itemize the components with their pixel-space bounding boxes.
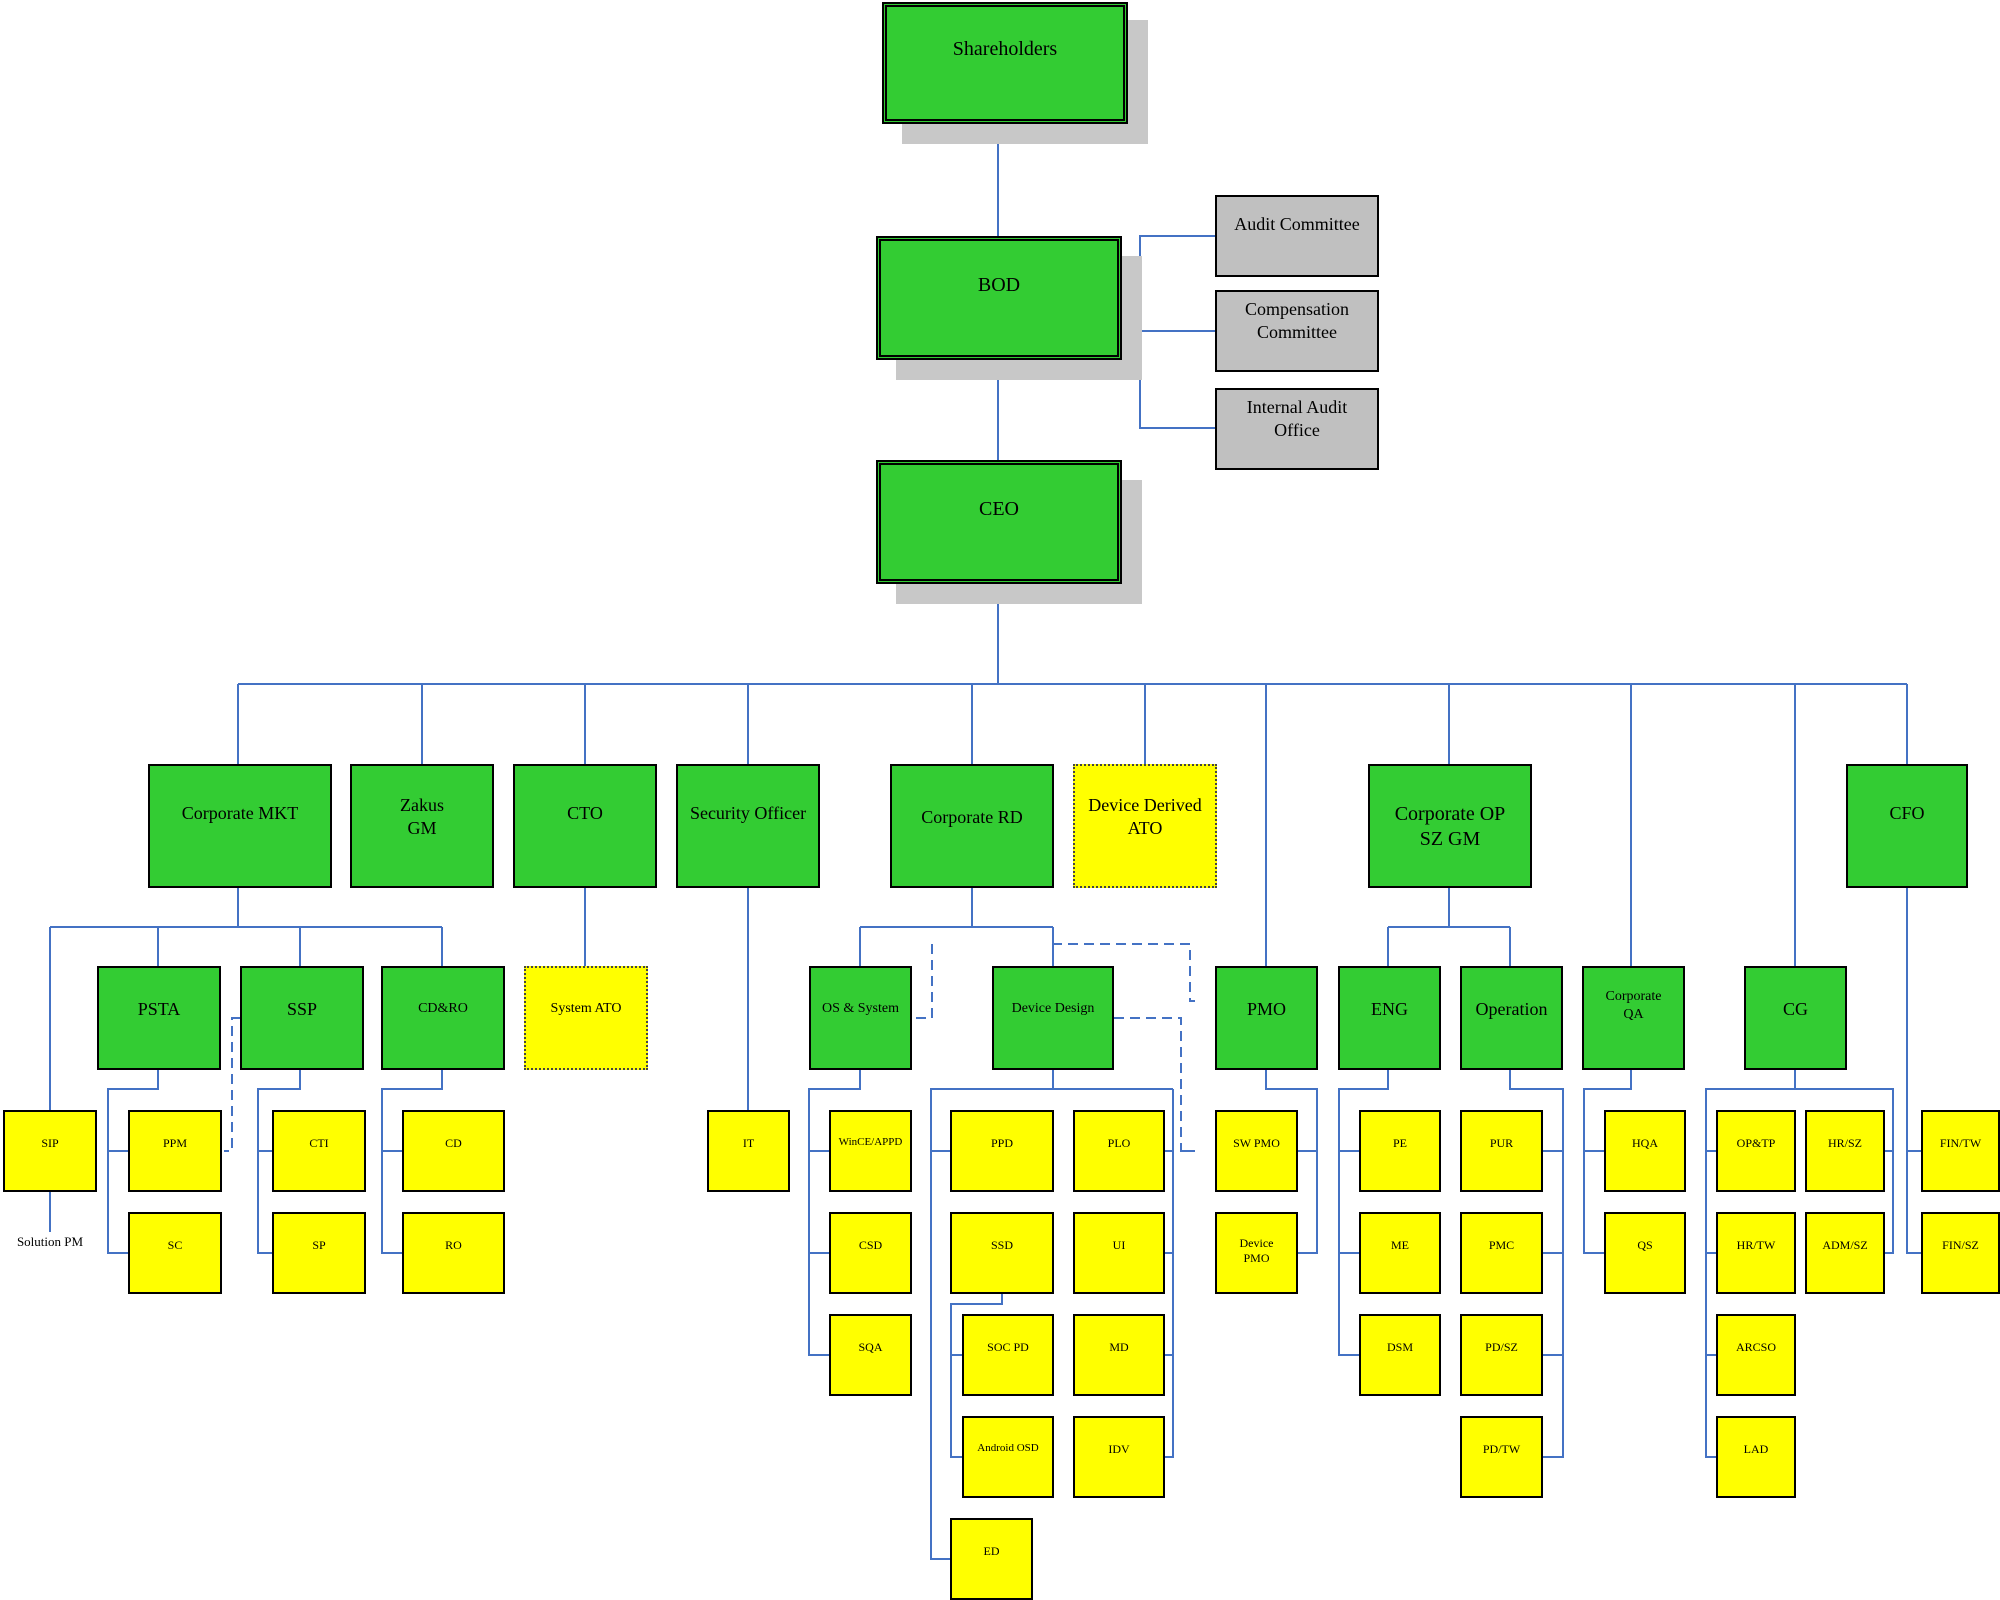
qs-box: QS <box>1604 1212 1686 1294</box>
operation-box: Operation <box>1460 966 1563 1070</box>
pe-box: PE <box>1359 1110 1441 1192</box>
sip-box: SIP <box>3 1110 97 1192</box>
cd-ro-box: CD&RO <box>381 966 505 1070</box>
lad-box: LAD <box>1716 1416 1796 1498</box>
eng-box: ENG <box>1338 966 1441 1070</box>
csd-box: CSD <box>829 1212 912 1294</box>
corporate-rd-box: Corporate RD <box>890 764 1054 888</box>
internal-audit-office-box: Internal Audit Office <box>1215 388 1379 470</box>
arcso-box: ARCSO <box>1716 1314 1796 1396</box>
compensation-line-2: Committee <box>1257 321 1337 342</box>
corporate-qa-box: Corporate QA <box>1582 966 1685 1070</box>
shareholders-box: Shareholders <box>882 2 1128 124</box>
ui-box: UI <box>1073 1212 1165 1294</box>
device-pmo-line-2: PMO <box>1243 1251 1270 1265</box>
solution-pm-label: Solution PM <box>16 1234 84 1249</box>
device-design-box: Device Design <box>992 966 1114 1070</box>
cto-box: CTO <box>513 764 657 888</box>
device-derived-line-1: Device Derived <box>1088 795 1202 815</box>
internal-audit-line-1: Internal Audit <box>1246 397 1348 417</box>
cg-box: CG <box>1744 966 1847 1070</box>
system-ato-box: System ATO <box>524 966 648 1070</box>
zakus-gm-box: Zakus GM <box>350 764 494 888</box>
device-derived-ato-box: Device Derived ATO <box>1073 764 1217 888</box>
os-system-box: OS & System <box>809 966 912 1070</box>
audit-committee-box: Audit Committee <box>1215 195 1379 277</box>
ppm-box: PPM <box>128 1110 222 1192</box>
soc-pd-box: SOC PD <box>962 1314 1054 1396</box>
device-derived-line-2: ATO <box>1127 817 1163 838</box>
ceo-box: CEO <box>876 460 1122 584</box>
hqa-box: HQA <box>1604 1110 1686 1192</box>
sp-box: SP <box>272 1212 366 1294</box>
sw-pmo-box: SW PMO <box>1215 1110 1298 1192</box>
ppd-box: PPD <box>950 1110 1054 1192</box>
psta-box: PSTA <box>97 966 221 1070</box>
plo-box: PLO <box>1073 1110 1165 1192</box>
corporate-mkt-box: Corporate MKT <box>148 764 332 888</box>
hr-tw-box: HR/TW <box>1716 1212 1796 1294</box>
fin-sz-box: FIN/SZ <box>1921 1212 2000 1294</box>
ssp-box: SSP <box>240 966 364 1070</box>
ed-box: ED <box>950 1518 1033 1600</box>
corporate-qa-line-1: Corporate <box>1605 989 1662 1004</box>
bod-box: BOD <box>876 236 1122 360</box>
ssd-box: SSD <box>950 1212 1054 1294</box>
wince-appd-box: WinCE/APPD <box>829 1110 912 1192</box>
hr-sz-box: HR/SZ <box>1805 1110 1885 1192</box>
sqa-box: SQA <box>829 1314 912 1396</box>
corporate-op-line-1: Corporate OP <box>1394 803 1506 825</box>
corporate-op-sz-gm-box: Corporate OP SZ GM <box>1368 764 1532 888</box>
internal-audit-line-2: Office <box>1274 419 1320 440</box>
adm-sz-box: ADM/SZ <box>1805 1212 1885 1294</box>
cd-box: CD <box>402 1110 505 1192</box>
me-box: ME <box>1359 1212 1441 1294</box>
pmc-box: PMC <box>1460 1212 1543 1294</box>
cti-box: CTI <box>272 1110 366 1192</box>
idv-box: IDV <box>1073 1416 1165 1498</box>
device-pmo-box: Device PMO <box>1215 1212 1298 1294</box>
compensation-committee-box: Compensation Committee <box>1215 290 1379 372</box>
cfo-box: CFO <box>1846 764 1968 888</box>
corporate-qa-line-2: QA <box>1623 1006 1644 1022</box>
zakus-line-2: GM <box>407 817 437 838</box>
compensation-line-1: Compensation <box>1245 299 1349 319</box>
pur-box: PUR <box>1460 1110 1543 1192</box>
security-officer-box: Security Officer <box>676 764 820 888</box>
android-osd-box: Android OSD <box>962 1416 1054 1498</box>
md-box: MD <box>1073 1314 1165 1396</box>
it-box: IT <box>707 1110 790 1192</box>
sc-box: SC <box>128 1212 222 1294</box>
dsm-box: DSM <box>1359 1314 1441 1396</box>
fin-tw-box: FIN/TW <box>1921 1110 2000 1192</box>
corporate-op-line-2: SZ GM <box>1419 828 1481 850</box>
device-pmo-line-1: Device <box>1239 1236 1274 1250</box>
ro-box: RO <box>402 1212 505 1294</box>
pd-sz-box: PD/SZ <box>1460 1314 1543 1396</box>
pmo-box: PMO <box>1215 966 1318 1070</box>
pd-tw-box: PD/TW <box>1460 1416 1543 1498</box>
op-tp-box: OP&TP <box>1716 1110 1796 1192</box>
zakus-line-1: Zakus <box>400 795 444 815</box>
